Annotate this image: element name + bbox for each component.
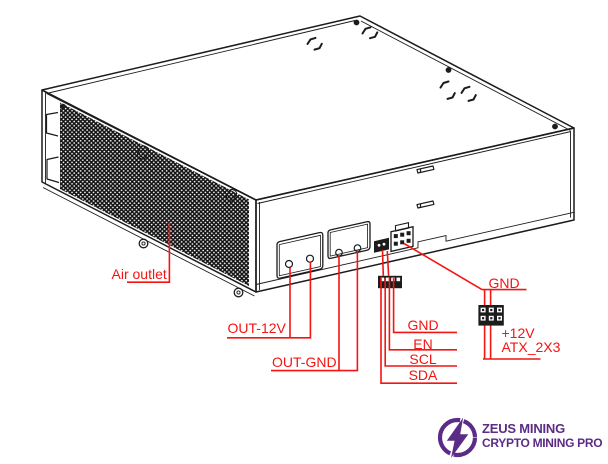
signal-connector-leader (381, 249, 390, 276)
signal-connector-psu (374, 237, 389, 253)
top-face-markings (306, 19, 558, 130)
leader-lines (127, 222, 541, 372)
screw-hole (445, 67, 452, 73)
atx-gnd-label: GND (488, 275, 520, 291)
atx-name-label: ATX_2X3 (501, 339, 561, 355)
scl-line (384, 278, 457, 367)
atx-12v-label: +12V (501, 325, 535, 341)
atx-connector-psu (390, 222, 414, 253)
logo-ring (437, 417, 478, 458)
psu-outline (41, 15, 575, 297)
front-strip-details (45, 103, 66, 184)
out-12v-label: OUT-12V (227, 320, 286, 336)
screw-hole (60, 103, 66, 110)
mesh-clip (136, 145, 150, 160)
en-line (388, 278, 457, 351)
logo-line1: ZEUS MINING (482, 420, 566, 436)
logo-icon (437, 417, 478, 458)
air-outlet-leader (127, 222, 171, 283)
gnd-line (392, 278, 457, 334)
terminal-plate-gnd (327, 220, 371, 260)
terminal-hole-12v (284, 259, 294, 269)
logo-line2: CRYPTO MINING PRO (482, 435, 603, 450)
terminal-hole-12v (305, 254, 315, 263)
terminal-hole-gnd (335, 248, 343, 257)
out-gnd-leader (271, 251, 359, 372)
signal-gnd-label: GND (407, 317, 439, 333)
terminal-hole-gnd (353, 244, 362, 253)
bracket-marks (306, 26, 477, 102)
terminal-plate-12v (276, 231, 324, 279)
out-gnd-label: OUT-GND (272, 353, 337, 370)
screw-hole (552, 123, 558, 130)
out-12v-leader (227, 262, 312, 339)
signal-wire-lines (380, 278, 457, 384)
atx-leader (403, 242, 483, 291)
sda-line (380, 278, 457, 384)
air-outlet-label: Air outlet (111, 265, 167, 282)
signal-scl-label: SCL (409, 350, 437, 367)
mesh-clip (225, 188, 238, 202)
mesh-panel (60, 102, 249, 286)
atx-connector-detail (478, 305, 504, 326)
signal-sda-label: SDA (408, 367, 438, 383)
side-slots (416, 165, 435, 209)
chassis-feet (138, 238, 244, 298)
signal-en-label: EN (413, 335, 433, 352)
lightning-bolt-icon (446, 417, 469, 458)
screw-hole (353, 19, 360, 26)
